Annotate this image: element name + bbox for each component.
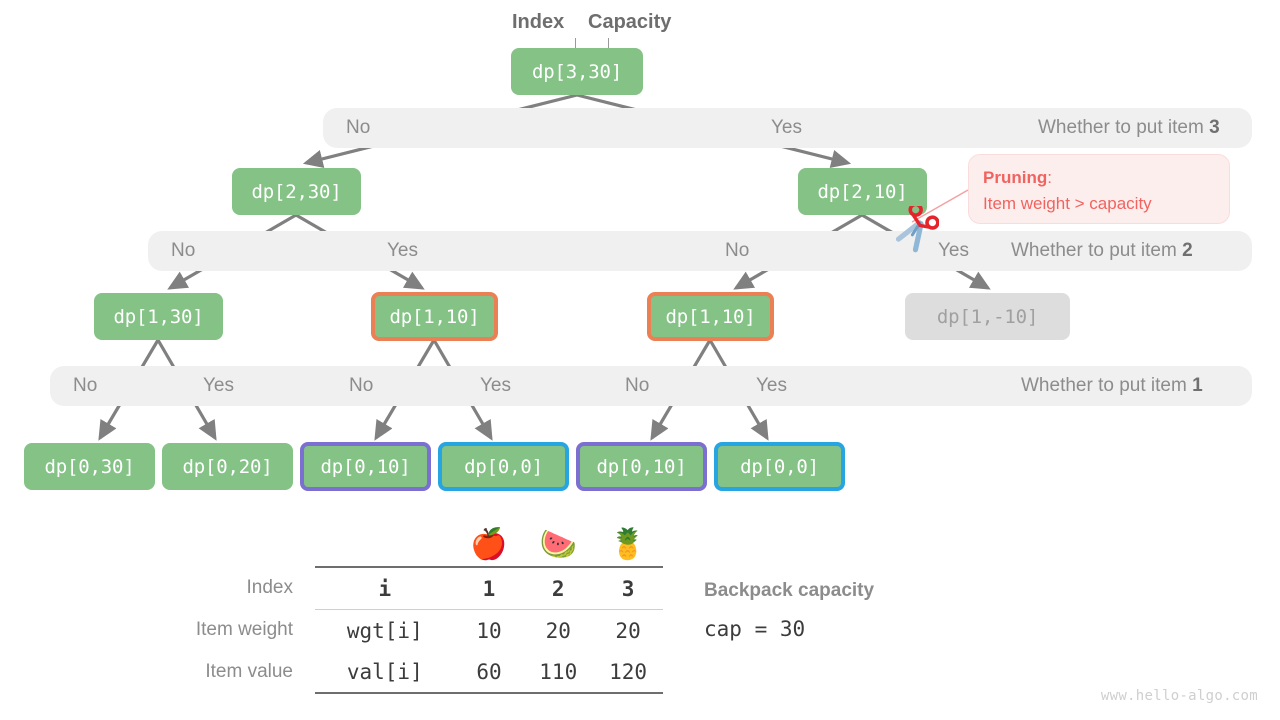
watermelon-icon: 🍉 xyxy=(539,528,577,561)
pruning-callout-body: Item weight > capacity xyxy=(983,194,1152,213)
icons-rowlabel-spacer xyxy=(143,520,315,567)
pruning-callout-title: Pruning xyxy=(983,168,1048,187)
weight-value-1: 10 xyxy=(476,618,502,643)
band2-question-item: 2 xyxy=(1182,240,1193,261)
pineapple-icon: 🍍 xyxy=(609,528,647,561)
node-dp-3-30[interactable]: dp[3,30] xyxy=(511,48,643,95)
value-value-1: 60 xyxy=(454,651,524,694)
band1-no3-label: No xyxy=(625,375,650,396)
node-dp-2-10[interactable]: dp[2,10] xyxy=(798,168,927,215)
band1-no1-label: No xyxy=(73,375,98,396)
band3-question-item: 3 xyxy=(1209,117,1220,138)
band2-no-right-label: No xyxy=(725,240,750,261)
node-dp-1-minus10-pruned: dp[1,-10] xyxy=(905,293,1070,340)
node-dp-1-10-right[interactable]: dp[1,10] xyxy=(647,292,774,341)
band1-yes2-label: Yes xyxy=(480,375,511,396)
leaf-dp-0-10-a[interactable]: dp[0,10] xyxy=(300,442,431,491)
band1-question-item: 1 xyxy=(1192,375,1203,396)
row-key-value: val[i] xyxy=(315,651,455,694)
leaf-dp-0-0-a[interactable]: dp[0,0] xyxy=(438,442,569,491)
band3-yes-label: Yes xyxy=(771,117,802,138)
node-dp-1-30[interactable]: dp[1,30] xyxy=(94,293,223,340)
band1-yes1-label: Yes xyxy=(203,375,234,396)
pruning-callout-title-row: Pruning: xyxy=(983,165,1215,191)
row-label-value: Item value xyxy=(205,661,293,682)
index-annotation-label: Index xyxy=(512,11,565,33)
pruning-callout-colon: : xyxy=(1047,168,1052,187)
pruning-callout: Pruning: Item weight > capacity xyxy=(968,154,1230,224)
decision-band-item1 xyxy=(50,366,1252,406)
scissors-icon xyxy=(895,206,939,253)
row-key-index: i xyxy=(315,566,455,610)
item-spec-table: 🍎 🍉 🍍 Index i 1 2 3 Item weight wgt[i] 1… xyxy=(143,520,663,694)
row-key-weight: wgt[i] xyxy=(346,618,423,643)
leaf-dp-0-0-b[interactable]: dp[0,0] xyxy=(714,442,845,491)
table-row-value: Item value val[i] 60 110 120 xyxy=(143,651,663,694)
band1-no2-label: No xyxy=(349,375,374,396)
index-value-3: 3 xyxy=(593,566,663,610)
apple-icon: 🍎 xyxy=(470,528,508,561)
band2-question: Whether to put item 2 xyxy=(1011,231,1193,271)
node-dp-1-10-left[interactable]: dp[1,10] xyxy=(371,292,498,341)
decision-band-item2 xyxy=(148,231,1252,271)
backpack-capacity-title: Backpack capacity xyxy=(704,580,875,601)
table-row-icons: 🍎 🍉 🍍 xyxy=(143,520,663,567)
node-dp-2-30[interactable]: dp[2,30] xyxy=(232,168,361,215)
row-label-weight: Item weight xyxy=(195,619,293,641)
table-row-index: Index i 1 2 3 xyxy=(143,566,663,610)
band2-question-text: Whether to put item xyxy=(1011,240,1183,261)
band1-question: Whether to put item 1 xyxy=(1021,366,1203,406)
spec-table: 🍎 🍉 🍍 Index i 1 2 3 Item weight wgt[i] 1… xyxy=(143,520,663,694)
band3-question: Whether to put item 3 xyxy=(1038,108,1220,148)
leaf-dp-0-20[interactable]: dp[0,20] xyxy=(162,443,293,490)
band3-question-text: Whether to put item xyxy=(1038,117,1210,138)
decision-band-item3 xyxy=(323,108,1252,148)
leaf-dp-0-30[interactable]: dp[0,30] xyxy=(24,443,155,490)
watermark: www.hello-algo.com xyxy=(1100,688,1258,704)
index-value-2: 2 xyxy=(523,566,594,610)
band2-yes-right-label: Yes xyxy=(938,240,969,261)
value-value-2: 110 xyxy=(523,651,594,694)
weight-value-3: 20 xyxy=(615,618,641,643)
band3-no-label: No xyxy=(346,117,371,138)
index-value-1: 1 xyxy=(454,566,524,610)
value-value-3: 120 xyxy=(593,651,663,694)
leaf-dp-0-10-b[interactable]: dp[0,10] xyxy=(576,442,707,491)
backpack-capacity-value: cap = 30 xyxy=(704,617,806,641)
weight-value-2: 20 xyxy=(545,618,571,643)
icons-key-spacer xyxy=(315,520,455,567)
band1-yes3-label: Yes xyxy=(756,375,787,396)
band1-question-text: Whether to put item xyxy=(1021,375,1193,396)
band2-no-left-label: No xyxy=(171,240,196,261)
row-label-index: Index xyxy=(246,577,293,599)
band2-yes-left-label: Yes xyxy=(387,240,418,261)
table-row-weight: Item weight wgt[i] 10 20 20 xyxy=(143,610,663,652)
capacity-annotation-label: Capacity xyxy=(588,11,672,33)
